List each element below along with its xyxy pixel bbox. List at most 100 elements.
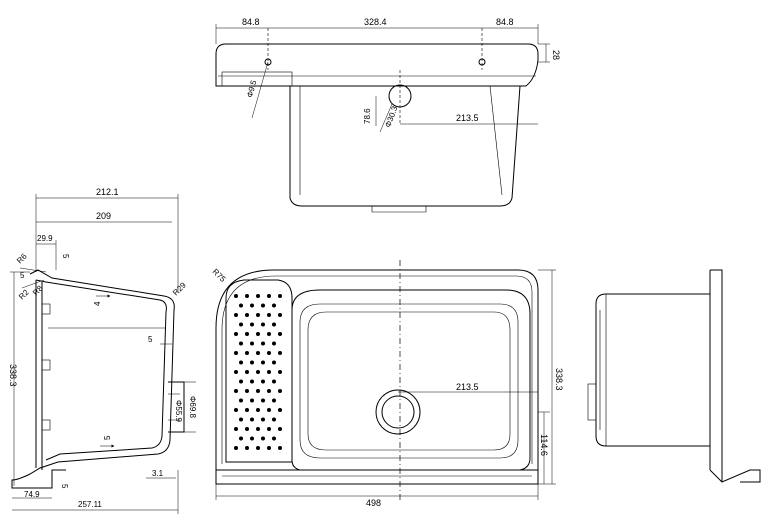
basket-hole	[239, 417, 243, 422]
dim-left-inner-depth: 209	[96, 211, 111, 221]
basket-hole	[272, 417, 276, 422]
basket-hole	[250, 379, 254, 384]
dim-left-lip-width: 29.9	[37, 234, 53, 243]
top-view: 84.8 328.4 84.8 28 Φ9.5 78.6 Φ30.3 213.5	[215, 17, 561, 213]
dim-left-r2-label: 5	[20, 271, 25, 280]
basket-holes	[234, 294, 282, 450]
basket-hole	[245, 294, 249, 298]
basket-hole	[245, 351, 249, 355]
dim-top-right-flange: 84.8	[496, 17, 514, 27]
basket-hole	[267, 294, 271, 298]
basket-hole	[261, 436, 265, 441]
basket-hole	[256, 389, 260, 393]
basket-hole	[261, 303, 265, 308]
basket-hole	[267, 427, 271, 431]
basket-hole	[245, 370, 249, 374]
dim-top-drain-offset: 213.5	[456, 113, 479, 123]
dim-top-left-flange: 84.8	[242, 17, 260, 27]
dim-left-r2: R2	[17, 287, 31, 301]
dim-left-r6: R6	[15, 251, 29, 265]
basket-hole	[250, 341, 254, 346]
dim-left-overall-depth: 212.1	[96, 187, 119, 197]
dim-left-foot-width: 74.9	[24, 490, 40, 499]
dim-left-base-length: 257.11	[78, 500, 102, 509]
basket-hole	[278, 408, 282, 412]
basket-hole	[239, 379, 243, 384]
basket-hole	[278, 294, 282, 298]
dim-left-dia-outer: Φ69.8	[188, 396, 197, 419]
basket-hole	[261, 341, 265, 346]
dim-front-drain-offset: 213.5	[456, 382, 479, 392]
basket-hole	[272, 341, 276, 346]
basket-hole	[278, 313, 282, 317]
basket-hole	[272, 360, 276, 365]
basket-hole	[278, 351, 282, 355]
basket-hole	[278, 370, 282, 374]
top-view-body	[226, 85, 526, 207]
front-view-outer	[215, 269, 539, 470]
front-view-rim	[221, 275, 533, 464]
front-view-base	[215, 469, 539, 485]
basket-hole	[267, 408, 271, 412]
dim-front-width: 498	[366, 498, 381, 508]
dim-left-side-gap: 5	[148, 335, 153, 344]
right-view	[587, 269, 761, 483]
basket-hole	[250, 303, 254, 308]
basket-hole	[234, 351, 238, 355]
basket-hole	[256, 427, 260, 431]
dim-top-center-span: 328.4	[364, 17, 387, 27]
basket-hole	[267, 446, 271, 450]
basket-hole	[272, 379, 276, 384]
basket-hole	[272, 436, 276, 441]
basket-hole	[267, 332, 271, 336]
basket-hole	[234, 446, 238, 450]
basket-hole	[278, 332, 282, 336]
dim-left-r8: R8	[31, 283, 45, 297]
basket-hole	[239, 303, 243, 308]
dim-left-r29: R29	[171, 280, 188, 297]
dim-left-foot-thk: 5	[60, 484, 69, 489]
dim-left-dia-inner: Φ55.9	[174, 400, 183, 423]
dim-top-drain-dia: Φ30.3	[383, 104, 399, 128]
basket-hole	[245, 427, 249, 431]
basket-hole	[245, 446, 249, 450]
left-view-spigot	[168, 381, 185, 433]
basket-hole	[272, 303, 276, 308]
basket-hole	[245, 332, 249, 336]
basket-hole	[245, 313, 249, 317]
basket-hole	[239, 398, 243, 403]
top-view-drain-stub	[371, 206, 427, 213]
dim-top-hole-dia: Φ9.5	[245, 79, 258, 99]
front-view-bowl-floor	[307, 311, 511, 451]
basket-hole	[234, 370, 238, 374]
basket-hole	[250, 322, 254, 327]
right-view-body	[595, 293, 710, 447]
basket-hole	[261, 322, 265, 327]
basket-hole	[234, 332, 238, 336]
dim-front-drain-y: 114.6	[539, 434, 549, 456]
basket-hole	[239, 360, 243, 365]
dim-left-height: 338.3	[8, 364, 18, 387]
basket-hole	[256, 332, 260, 336]
dim-front-corner-radius: R75	[211, 267, 228, 284]
basket-hole	[250, 436, 254, 441]
basket-hole	[278, 427, 282, 431]
basket-hole	[234, 313, 238, 317]
basket-hole	[261, 417, 265, 422]
front-view-basket	[225, 279, 293, 463]
basket-hole	[261, 379, 265, 384]
front-view-drain-outer	[375, 389, 421, 435]
right-view-back-rim	[710, 269, 761, 483]
basket-hole	[256, 351, 260, 355]
front-view-bowl-outer	[291, 289, 531, 471]
basket-hole	[239, 436, 243, 441]
basket-hole	[250, 417, 254, 422]
basket-hole	[267, 351, 271, 355]
right-view-spigot	[587, 383, 597, 421]
basket-hole	[256, 370, 260, 374]
front-view-drain-inner	[381, 395, 415, 429]
basket-hole	[245, 408, 249, 412]
dim-top-drain-height: 78.6	[363, 108, 372, 124]
basket-hole	[267, 370, 271, 374]
basket-hole	[272, 398, 276, 403]
